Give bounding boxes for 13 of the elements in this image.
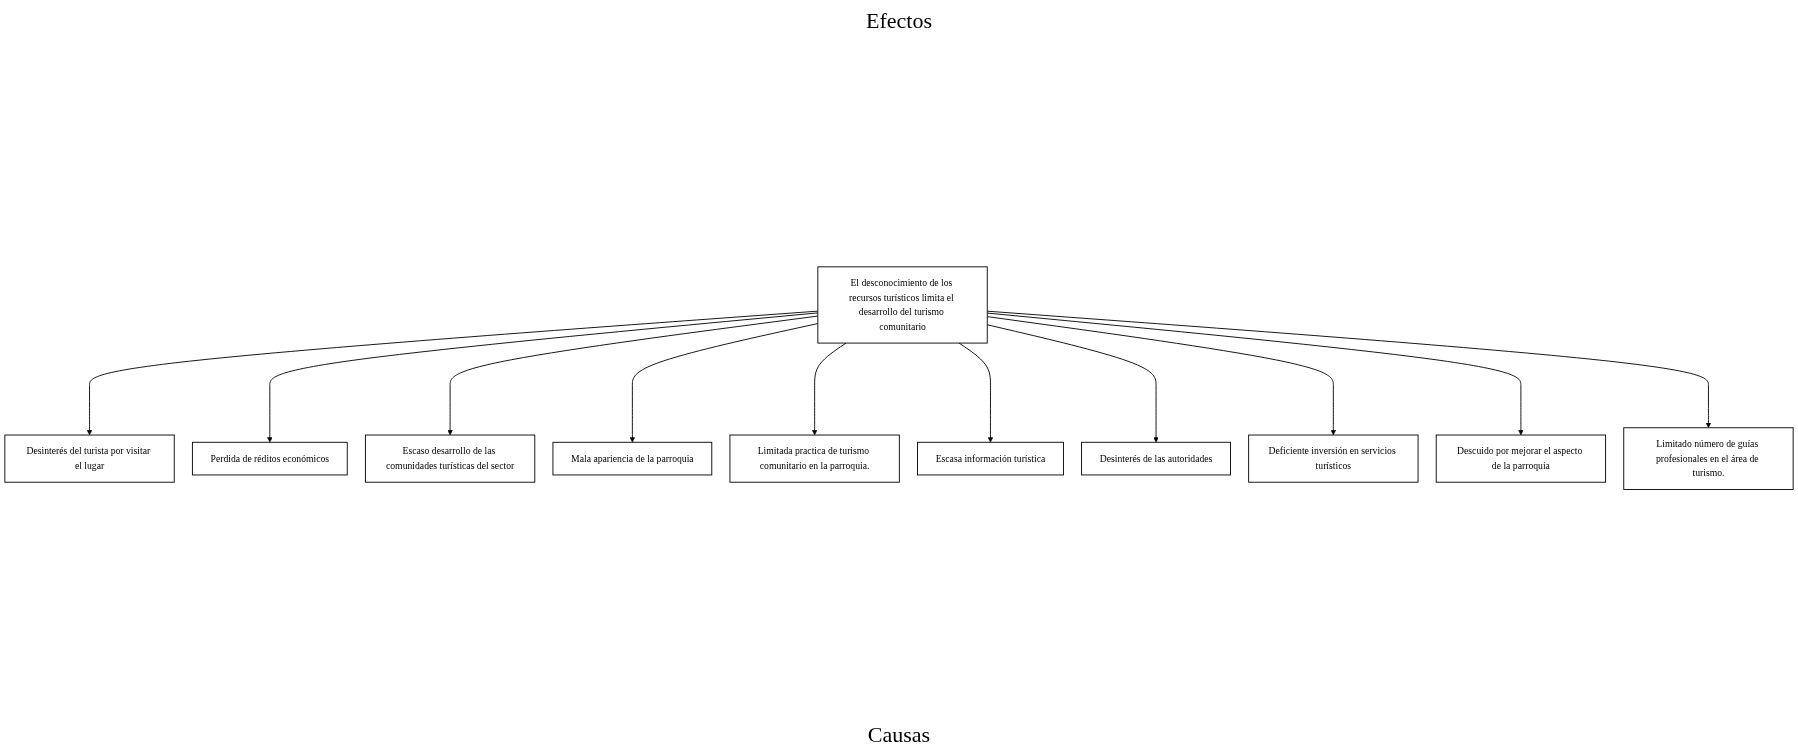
node-box: Descuido por mejorar el aspecto de la parroquia (1435, 434, 1607, 483)
node-box: Escasa información turística (917, 441, 1064, 476)
caption: Causas (867, 722, 931, 748)
node-box: Mala apariencia de la parroquia (552, 441, 713, 476)
node-box: Limitada practica de turismo comunitario en la parroquia. (729, 434, 900, 483)
node-box: Limitado número de guías profesionales en el área de turismo. (1623, 427, 1794, 490)
node-box: Desinterés de las autoridades (1081, 441, 1231, 476)
node-box: Escaso desarrollo de las comunidades turísticas del sector (364, 434, 536, 483)
node-box: Perdida de réditos económicos (191, 441, 348, 476)
heading: Efectos (866, 8, 932, 34)
node-box: Deficiente inversión en servicios turísticos (1248, 434, 1419, 483)
node-box: El desconocimiento de los recursos turísticos limita el desarrollo del turismo comunitario (817, 266, 988, 344)
node-box: Desinterés del turista por visitar el lugar (4, 434, 175, 483)
